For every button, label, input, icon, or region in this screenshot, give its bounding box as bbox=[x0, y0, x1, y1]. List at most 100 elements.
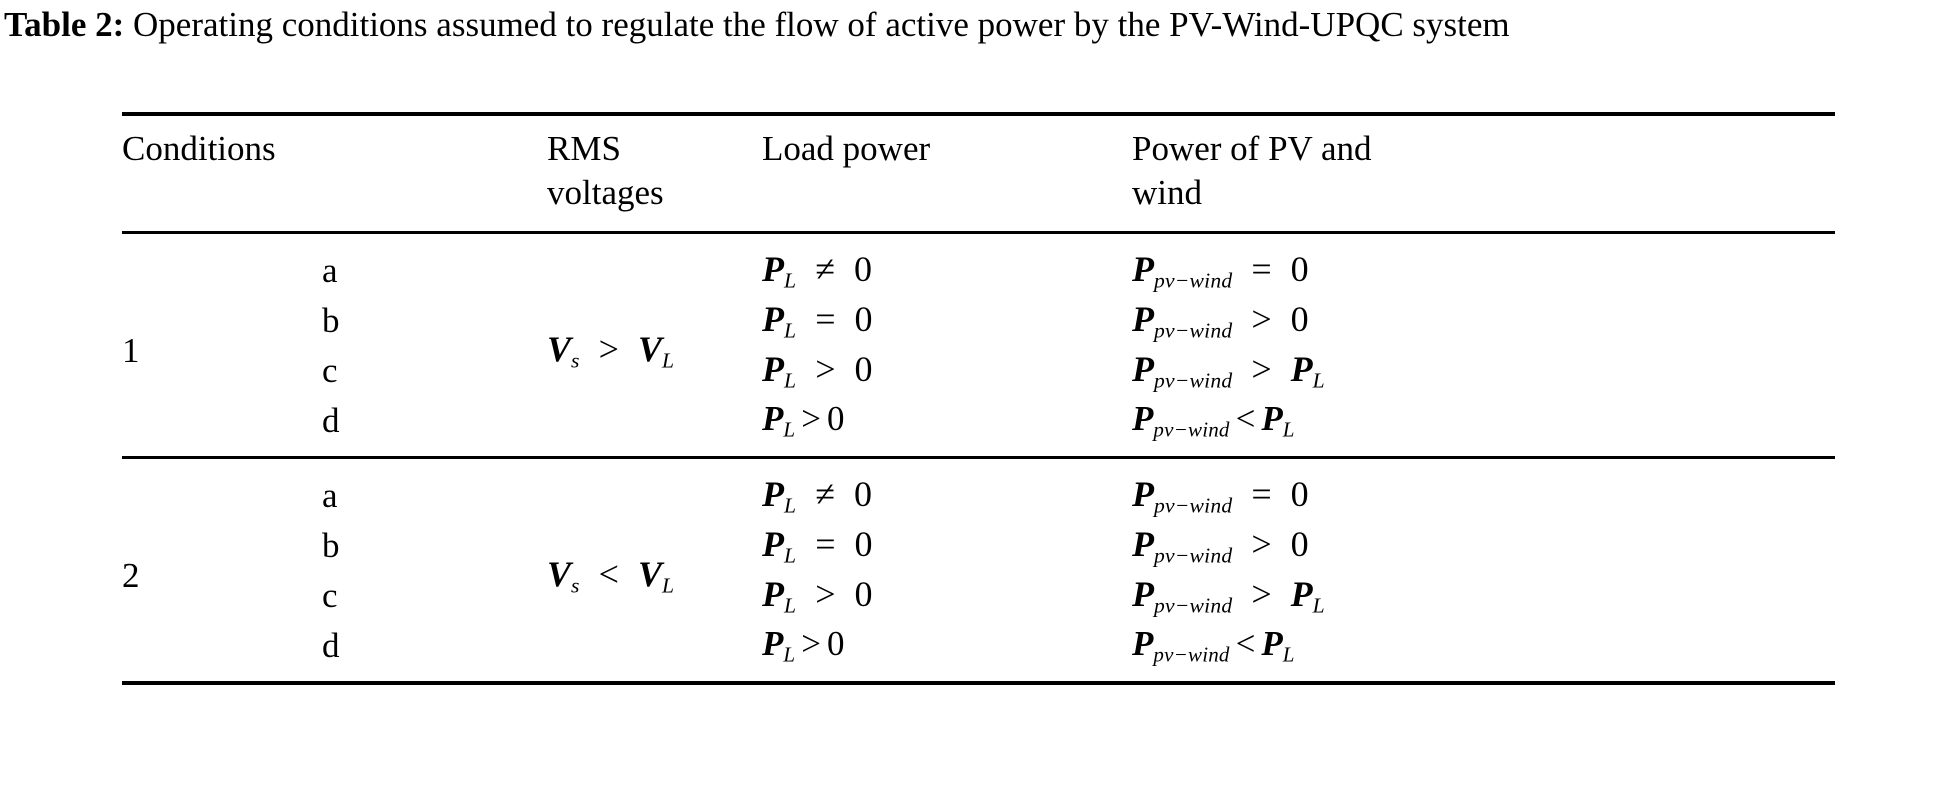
pv-wind-power-cell: Ppv−wind=0 bbox=[1132, 234, 1835, 296]
load-power-expression-variable: PL bbox=[762, 399, 796, 442]
pv-wind-power-expression-operator: > bbox=[1251, 524, 1272, 565]
load-power-expression-rhs: 0 bbox=[827, 399, 845, 439]
load-power-expression: PL>0 bbox=[762, 349, 873, 393]
row-sublabel: a bbox=[322, 476, 338, 515]
load-power-cell: PL = 0 bbox=[762, 521, 1132, 571]
rms-voltage-condition: Vs < VL bbox=[547, 459, 762, 681]
load-power-expression-operator: = bbox=[815, 524, 836, 565]
pv-wind-power-expression-variable: Ppv−wind bbox=[1132, 249, 1233, 293]
load-power-cell: PL>0 bbox=[762, 346, 1132, 396]
pv-wind-power-expression-operator: > bbox=[1251, 299, 1272, 340]
load-power-cell: PL ≠ 0 bbox=[762, 234, 1132, 296]
pv-wind-power-cell: Ppv−wind<PL bbox=[1132, 621, 1835, 681]
pv-wind-power-cell: Ppv−wind>0 bbox=[1132, 296, 1835, 346]
load-power-expression-rhs: 0 bbox=[827, 624, 845, 664]
header-pv-wind-power: Power of PV and wind bbox=[1132, 116, 1835, 231]
load-power-expression-rhs: 0 bbox=[853, 249, 872, 290]
rms-voltage-expression-variable: Vs bbox=[547, 329, 580, 373]
pv-wind-power-expression-rhs: PL bbox=[1290, 349, 1325, 393]
table-rule-cell bbox=[122, 112, 1835, 116]
pv-wind-power-expression-variable: Ppv−wind bbox=[1132, 524, 1233, 568]
pv-wind-power-expression-rhs: 0 bbox=[1290, 474, 1309, 515]
load-power-expression-variable: PL bbox=[762, 249, 797, 293]
load-power-expression: PL>0 bbox=[762, 624, 845, 666]
header-pv-wind-power-line2: wind bbox=[1132, 173, 1202, 212]
pv-wind-power-expression-operator: < bbox=[1235, 624, 1256, 664]
pv-wind-power-expression-rhs: 0 bbox=[1290, 524, 1309, 565]
pv-wind-power-expression: Ppv−wind=0 bbox=[1132, 249, 1309, 293]
rms-voltage-condition: Vs>VL bbox=[547, 234, 762, 456]
load-power-cell: PL=0 bbox=[762, 296, 1132, 346]
load-power-expression-operator: ≠ bbox=[815, 249, 835, 290]
load-power-expression-variable: PL bbox=[762, 524, 797, 568]
load-power-expression-variable: PL bbox=[762, 474, 797, 518]
table-rule-cell bbox=[122, 231, 1835, 234]
row-sublabel: c bbox=[322, 576, 338, 615]
load-power-expression-rhs: 0 bbox=[854, 574, 873, 615]
pv-wind-power-expression-variable: Ppv−wind bbox=[1132, 574, 1233, 618]
condition-number: 1 bbox=[122, 331, 140, 370]
pv-wind-power-expression-rhs: 0 bbox=[1290, 299, 1309, 340]
pv-wind-power-expression: Ppv−wind>PL bbox=[1132, 349, 1325, 393]
rms-voltage-expression-operator: < bbox=[598, 554, 619, 595]
table-caption-label: Table 2: bbox=[4, 5, 125, 44]
table-rule-cell bbox=[122, 456, 1835, 459]
pv-wind-power-expression-variable: Ppv−wind bbox=[1132, 474, 1233, 518]
condition-number: 2 bbox=[122, 556, 140, 595]
row-sublabel: b bbox=[322, 301, 340, 340]
table-rule-line bbox=[122, 112, 1835, 116]
load-power-expression-operator: > bbox=[801, 624, 822, 664]
load-power-expression-variable: PL bbox=[762, 574, 797, 618]
load-power-cell: PL>0 bbox=[762, 621, 1132, 681]
load-power-expression: PL>0 bbox=[762, 399, 845, 442]
row-sublabel: a bbox=[322, 251, 338, 290]
load-power-cell: PL>0 bbox=[762, 396, 1132, 456]
pv-wind-power-cell: Ppv−wind>PL bbox=[1132, 346, 1835, 396]
load-power-expression-operator: ≠ bbox=[815, 474, 835, 515]
load-power-expression-operator: > bbox=[815, 349, 836, 390]
pv-wind-power-expression-operator: > bbox=[1251, 574, 1272, 615]
rms-voltage-expression-rhs: VL bbox=[637, 554, 675, 598]
row-sublabel: b bbox=[322, 526, 340, 565]
table-rule-line bbox=[122, 681, 1835, 685]
pv-wind-power-cell: Ppv−wind > PL bbox=[1132, 571, 1835, 621]
header-load-power: Load power bbox=[762, 116, 1132, 231]
rms-voltage-expression: Vs < VL bbox=[547, 554, 675, 598]
pv-wind-power-cell: Ppv−wind = 0 bbox=[1132, 459, 1835, 521]
load-power-expression: PL >0 bbox=[762, 574, 873, 618]
row-sublabel: c bbox=[322, 351, 338, 390]
table-rule bbox=[122, 231, 1835, 234]
pv-wind-power-expression-operator: = bbox=[1251, 474, 1272, 515]
table-row: b PL = 0 Ppv−wind >0 bbox=[122, 521, 1835, 571]
pv-wind-power-expression-variable: Ppv−wind bbox=[1132, 624, 1230, 667]
pv-wind-power-expression-rhs: 0 bbox=[1290, 249, 1309, 290]
table-rule-line bbox=[122, 231, 1835, 234]
pv-wind-power-expression: Ppv−wind > PL bbox=[1132, 574, 1325, 618]
pv-wind-power-expression: Ppv−wind>0 bbox=[1132, 299, 1309, 342]
load-power-expression: PL≠0 bbox=[762, 474, 872, 518]
table-rule bbox=[122, 681, 1835, 685]
table-rule bbox=[122, 112, 1835, 116]
rms-voltage-expression-variable: Vs bbox=[547, 554, 580, 598]
load-power-expression-variable: PL bbox=[762, 299, 797, 343]
load-power-expression-rhs: 0 bbox=[854, 299, 873, 340]
load-power-expression-operator: > bbox=[815, 574, 836, 615]
table-rule-line bbox=[122, 456, 1835, 459]
pv-wind-power-expression-rhs: PL bbox=[1261, 399, 1295, 442]
header-conditions: Conditions bbox=[122, 116, 547, 231]
pv-wind-power-expression-rhs: PL bbox=[1290, 574, 1325, 618]
header-load-power-label: Load power bbox=[762, 129, 931, 168]
header-conditions-label: Conditions bbox=[122, 129, 276, 168]
header-pv-wind-power-line1: Power of PV and bbox=[1132, 129, 1372, 168]
table-row: c PL >0 Ppv−wind > PL bbox=[122, 571, 1835, 621]
pv-wind-power-expression-operator: > bbox=[1251, 349, 1272, 390]
load-power-expression-rhs: 0 bbox=[854, 524, 873, 565]
load-power-expression-variable: PL bbox=[762, 349, 797, 393]
